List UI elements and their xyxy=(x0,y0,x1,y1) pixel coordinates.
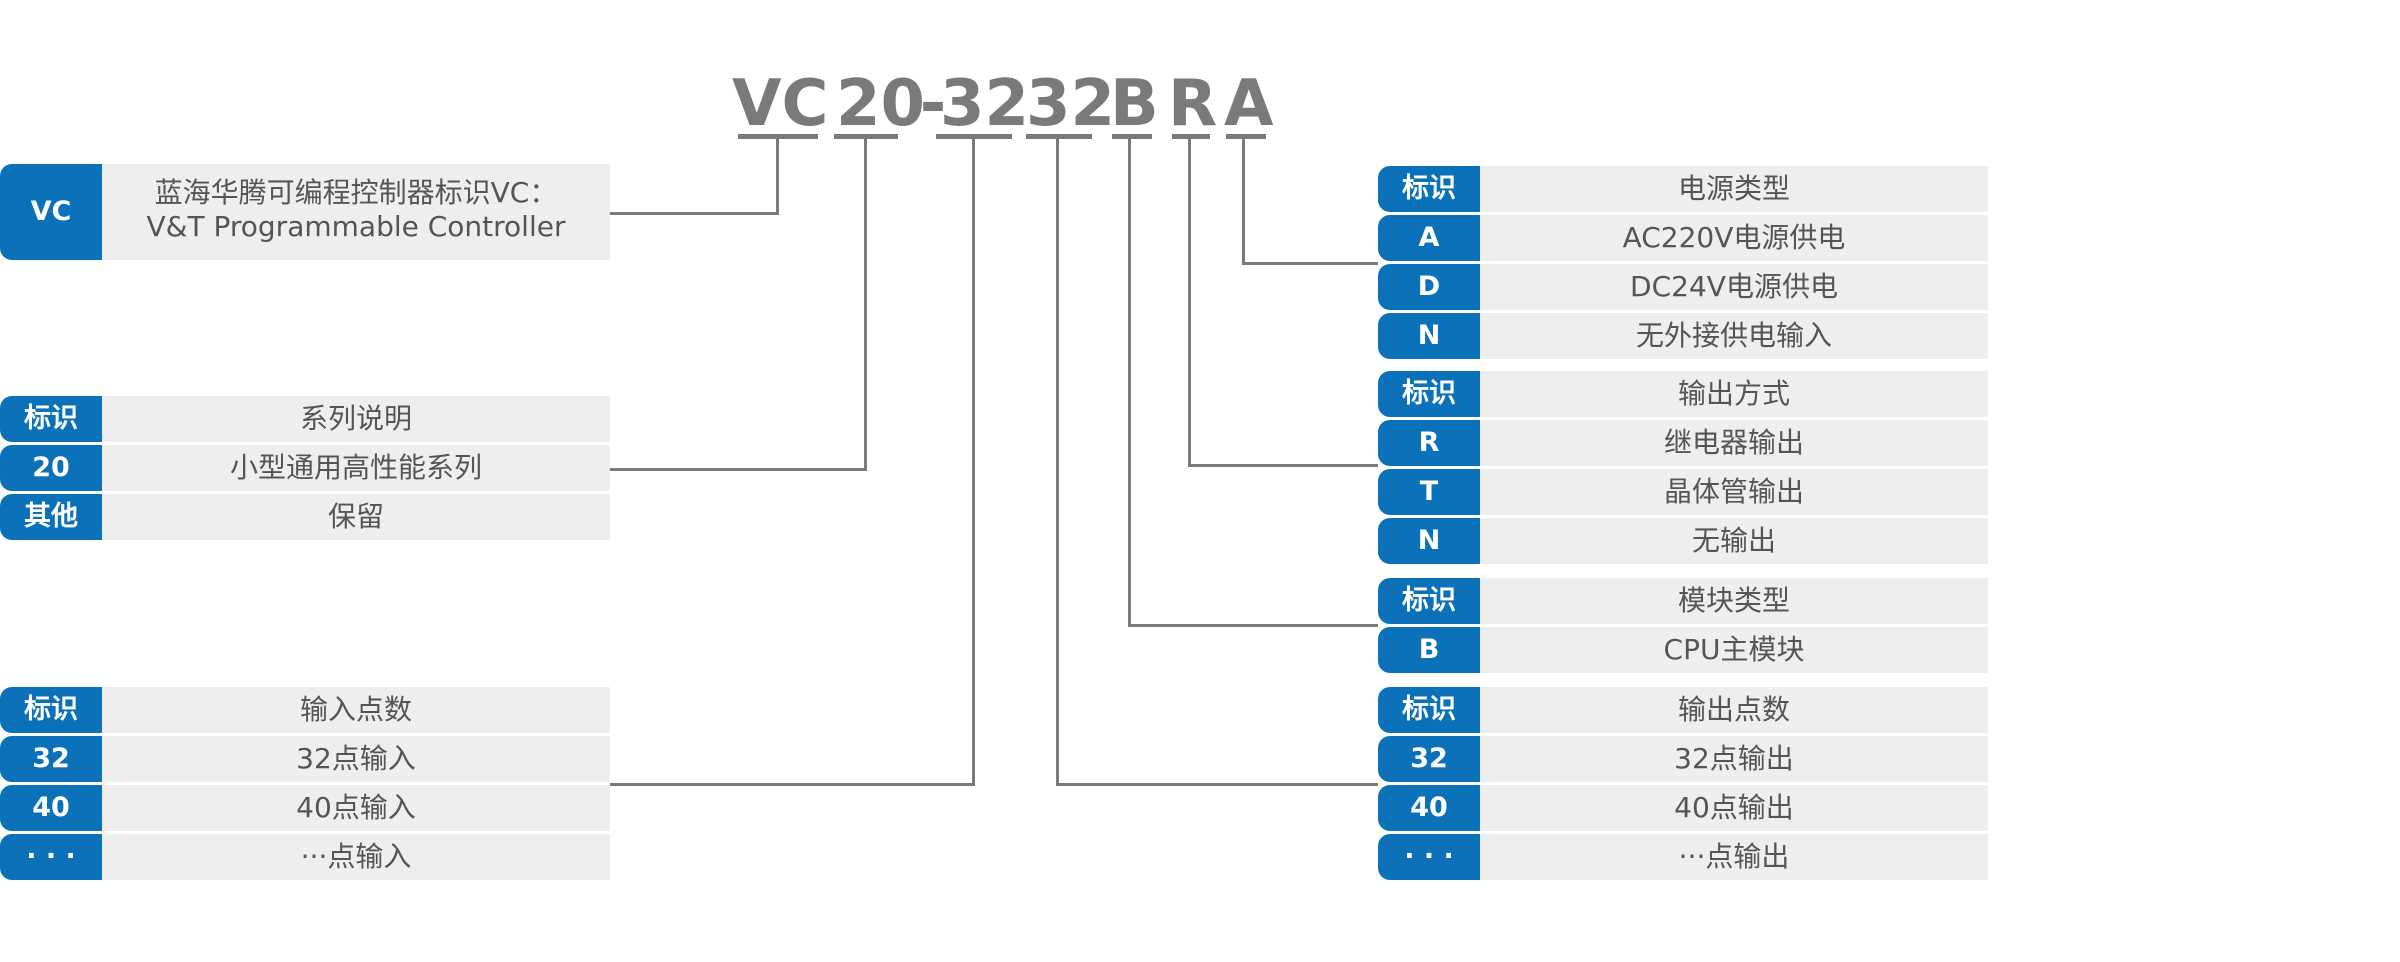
row-desc: 无外接供电输入 xyxy=(1480,313,1988,359)
row-desc: 模块类型 xyxy=(1480,578,1988,624)
row-tag: 标识 xyxy=(0,396,102,442)
vc-description: 蓝海华腾可编程控制器标识VC： V&T Programmable Control… xyxy=(102,164,610,260)
table-row: 标识 输出方式 xyxy=(1378,371,1988,417)
row-desc: 40点输出 xyxy=(1480,785,1988,831)
table-row: N 无外接供电输入 xyxy=(1378,313,1988,359)
connector-a-v xyxy=(1242,139,1245,265)
row-tag: 40 xyxy=(1378,785,1480,831)
row-tag: 标识 xyxy=(1378,371,1480,417)
underline-a xyxy=(1226,134,1266,139)
row-desc: 32点输入 xyxy=(102,736,610,782)
underline-output-32 xyxy=(1026,134,1092,139)
connector-b-h xyxy=(1128,624,1378,627)
row-tag: 标识 xyxy=(1378,687,1480,733)
row-tag: · · · xyxy=(0,834,102,880)
underline-input-32 xyxy=(936,134,1012,139)
connector-b-v xyxy=(1128,139,1131,627)
vc-tag: VC xyxy=(0,164,102,260)
code-output-32: 32 xyxy=(1026,67,1116,141)
row-tag: D xyxy=(1378,264,1480,310)
vc-description-line1: 蓝海华腾可编程控制器标识VC： xyxy=(154,176,558,209)
row-tag: N xyxy=(1378,313,1480,359)
connector-20-h xyxy=(610,468,867,471)
row-desc: 32点输出 xyxy=(1480,736,1988,782)
row-tag: A xyxy=(1378,215,1480,261)
underline-b xyxy=(1112,134,1152,139)
row-desc: ···点输入 xyxy=(102,834,610,880)
row-tag: 标识 xyxy=(0,687,102,733)
table-row: 标识 系列说明 xyxy=(0,396,610,442)
row-tag: B xyxy=(1378,627,1480,673)
connector-vc-h xyxy=(610,212,779,215)
code-dash: - xyxy=(919,67,947,141)
table-row: 32 32点输入 xyxy=(0,736,610,782)
underline-vc xyxy=(738,134,818,139)
row-desc: 系列说明 xyxy=(102,396,610,442)
table-row: 40 40点输出 xyxy=(1378,785,1988,831)
row-tag: 40 xyxy=(0,785,102,831)
code-b: B xyxy=(1110,67,1159,141)
connector-r-v xyxy=(1188,139,1191,467)
underline-r xyxy=(1172,134,1210,139)
row-tag: · · · xyxy=(1378,834,1480,880)
row-desc: 无输出 xyxy=(1480,518,1988,564)
connector-output-v xyxy=(1056,139,1059,786)
connector-input-h xyxy=(610,783,975,786)
connector-r-h xyxy=(1188,464,1378,467)
code-input-32: 32 xyxy=(940,67,1030,141)
row-desc: 输出点数 xyxy=(1480,687,1988,733)
table-row: 标识 电源类型 xyxy=(1378,166,1988,212)
row-tag: 其他 xyxy=(0,494,102,540)
row-desc: 继电器输出 xyxy=(1480,420,1988,466)
row-tag: 32 xyxy=(1378,736,1480,782)
row-desc: 晶体管输出 xyxy=(1480,469,1988,515)
code-20: 20 xyxy=(836,67,926,141)
table-row: · · · ···点输出 xyxy=(1378,834,1988,880)
table-row: 标识 输入点数 xyxy=(0,687,610,733)
row-desc: 小型通用高性能系列 xyxy=(102,445,610,491)
connector-input-v xyxy=(972,139,975,786)
code-r: R xyxy=(1168,67,1218,141)
table-row: 其他 保留 xyxy=(0,494,610,540)
row-desc: AC220V电源供电 xyxy=(1480,215,1988,261)
connector-output-h xyxy=(1056,783,1378,786)
connector-vc-v xyxy=(776,139,779,215)
row-desc: 电源类型 xyxy=(1480,166,1988,212)
table-row: · · · ···点输入 xyxy=(0,834,610,880)
table-row: 标识 模块类型 xyxy=(1378,578,1988,624)
row-tag: 标识 xyxy=(1378,166,1480,212)
table-row: 32 32点输出 xyxy=(1378,736,1988,782)
row-tag: T xyxy=(1378,469,1480,515)
row-desc: 保留 xyxy=(102,494,610,540)
row-desc: ···点输出 xyxy=(1480,834,1988,880)
row-tag: N xyxy=(1378,518,1480,564)
table-row: 40 40点输入 xyxy=(0,785,610,831)
table-row: T 晶体管输出 xyxy=(1378,469,1988,515)
connector-a-h xyxy=(1242,262,1378,265)
table-row: D DC24V电源供电 xyxy=(1378,264,1988,310)
table-row: B CPU主模块 xyxy=(1378,627,1988,673)
table-row: N 无输出 xyxy=(1378,518,1988,564)
table-row: A AC220V电源供电 xyxy=(1378,215,1988,261)
row-tag: R xyxy=(1378,420,1480,466)
connector-20-v xyxy=(864,139,867,471)
table-row: 20 小型通用高性能系列 xyxy=(0,445,610,491)
row-desc: 输入点数 xyxy=(102,687,610,733)
table-row: 标识 输出点数 xyxy=(1378,687,1988,733)
table-row: R 继电器输出 xyxy=(1378,420,1988,466)
code-a: A xyxy=(1224,67,1274,141)
row-tag: 32 xyxy=(0,736,102,782)
code-vc: VC xyxy=(732,67,829,141)
vc-description-line2: V&T Programmable Controller xyxy=(146,210,566,243)
row-desc: DC24V电源供电 xyxy=(1480,264,1988,310)
row-tag: 20 xyxy=(0,445,102,491)
underline-20 xyxy=(834,134,898,139)
vc-identifier-box: VC 蓝海华腾可编程控制器标识VC： V&T Programmable Cont… xyxy=(0,164,610,260)
row-desc: CPU主模块 xyxy=(1480,627,1988,673)
row-desc: 40点输入 xyxy=(102,785,610,831)
row-desc: 输出方式 xyxy=(1480,371,1988,417)
row-tag: 标识 xyxy=(1378,578,1480,624)
